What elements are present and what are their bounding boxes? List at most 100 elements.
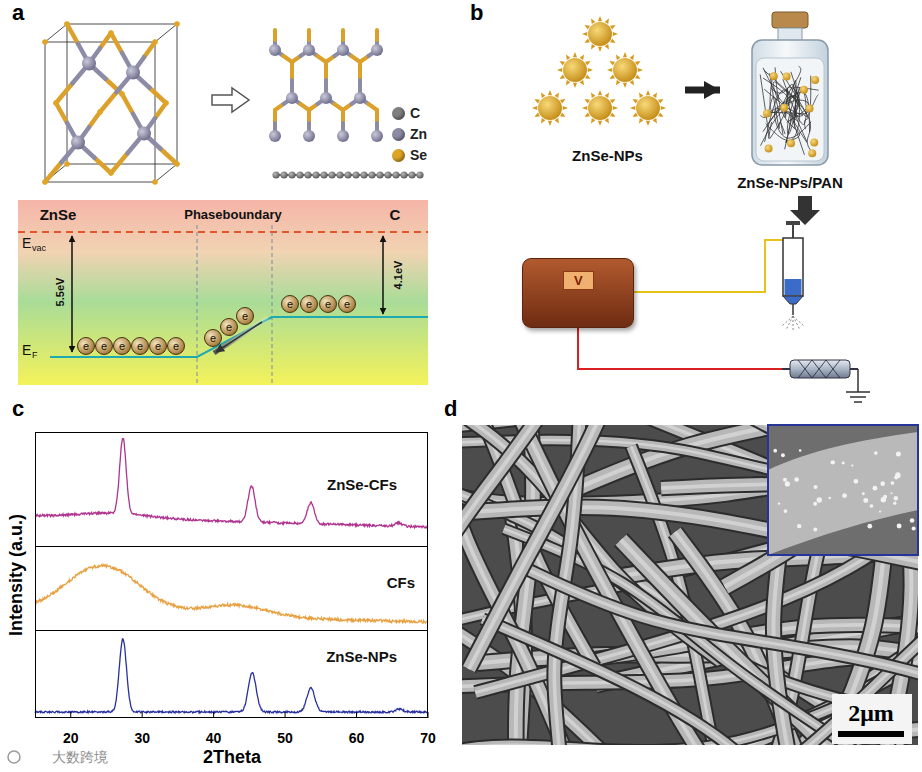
nanoparticle — [787, 139, 795, 147]
panel-label: b — [470, 2, 483, 24]
bottle-cork — [772, 12, 808, 28]
xrd-pattern-panel: CFs — [35, 546, 428, 631]
syringe-barrel — [783, 238, 803, 296]
process-arrow — [790, 196, 820, 225]
particle-ray — [598, 90, 602, 95]
bond — [324, 62, 328, 80]
scale-bar-label: 2μm — [848, 701, 894, 725]
zn-atom — [82, 57, 96, 71]
electron-symbol: e — [221, 319, 237, 335]
electron-symbol: e — [78, 338, 94, 354]
electron: e — [95, 337, 113, 355]
particle-ray — [616, 80, 620, 86]
fiber-shadow — [518, 565, 918, 704]
particle-ray — [623, 52, 627, 57]
particle-ray — [534, 113, 540, 117]
cell-edge — [67, 24, 177, 25]
nanoparticle — [780, 104, 788, 112]
wire — [578, 328, 782, 369]
xrd-curve — [35, 439, 428, 528]
c-atom — [320, 171, 327, 178]
phase-boundary-line — [272, 225, 273, 385]
band-diagram-ground — [18, 200, 428, 385]
particle-speck — [785, 481, 790, 486]
se-bond — [144, 42, 155, 57]
panel-label: d — [444, 398, 457, 420]
c-atom — [312, 171, 319, 178]
particle-ray — [609, 75, 615, 79]
particle-speck — [828, 497, 831, 500]
bond — [358, 62, 362, 80]
zn-atom — [286, 92, 298, 104]
scale-bar-patch — [832, 694, 912, 744]
particle-ray — [646, 90, 650, 95]
se-bond — [89, 112, 100, 127]
bond — [307, 30, 311, 40]
collector-axle — [850, 368, 858, 370]
se-bond — [122, 94, 133, 114]
tick-label: 60 — [349, 731, 365, 745]
particle-ray — [598, 121, 602, 126]
electron-symbol: e — [132, 338, 148, 354]
voltage-symbol: V — [563, 271, 594, 290]
particle-ray — [605, 44, 609, 50]
particle-ray — [639, 92, 643, 98]
bottle-solution — [756, 58, 824, 161]
nanoparticle — [810, 138, 818, 146]
particle-ray — [613, 106, 618, 110]
region-label: Phaseboundary — [184, 208, 282, 221]
particle-speck — [894, 496, 898, 500]
electron: e — [149, 337, 167, 355]
particle-speck — [912, 526, 916, 530]
particle-speck — [814, 485, 818, 489]
electron: e — [77, 337, 95, 355]
particle-speck — [879, 510, 881, 512]
cell-edge — [45, 42, 155, 43]
tick-label: 40 — [206, 731, 222, 745]
particle-ray — [582, 106, 587, 110]
particle-ray — [532, 106, 537, 110]
fiber — [518, 565, 918, 704]
c-atom — [328, 171, 335, 178]
fiber — [483, 619, 918, 745]
precursor-bottle: ZnSe-NPs/PAN — [720, 10, 860, 192]
particle-ray — [658, 113, 664, 117]
electron-symbol: e — [301, 296, 317, 312]
c-atom — [368, 171, 375, 178]
c-atom — [288, 171, 295, 178]
electron: e — [131, 337, 149, 355]
particle-ray — [555, 118, 559, 124]
electron-symbol: e — [150, 338, 166, 354]
particle-ray — [548, 90, 552, 95]
particle-ray — [610, 99, 616, 103]
fiber-highlight — [469, 425, 714, 669]
particle-speck — [817, 497, 822, 502]
particle-speck — [880, 481, 885, 486]
zn-atom — [71, 136, 85, 150]
particle-speck — [799, 449, 802, 452]
nanoparticle — [806, 105, 814, 113]
nanoparticles — [532, 16, 666, 126]
zn-atom — [320, 92, 332, 104]
particle-ray — [584, 113, 590, 117]
energy-value: 5.5eV — [55, 278, 66, 307]
particle-ray — [560, 113, 566, 117]
particle-ray — [610, 39, 616, 43]
energy-value: 4.1eV — [393, 261, 404, 290]
energy-symbol: E — [22, 236, 31, 250]
nanoparticle-group: ZnSe-NPs — [530, 15, 685, 165]
cell-edge — [155, 42, 156, 182]
curve-label: ZnSe-CFs — [327, 477, 397, 492]
syringe-plunger — [792, 225, 794, 238]
se-bond — [67, 24, 78, 44]
particle-ray — [557, 68, 562, 72]
graphene-layer — [272, 171, 423, 178]
se-atom — [64, 161, 70, 167]
znse-slab — [269, 30, 383, 142]
fiber-shadow — [483, 619, 918, 745]
particle-ray — [534, 99, 540, 103]
particle-speck — [813, 502, 817, 506]
nanoparticle — [563, 58, 587, 82]
particle-ray — [566, 80, 570, 86]
zn-atom — [337, 130, 349, 142]
